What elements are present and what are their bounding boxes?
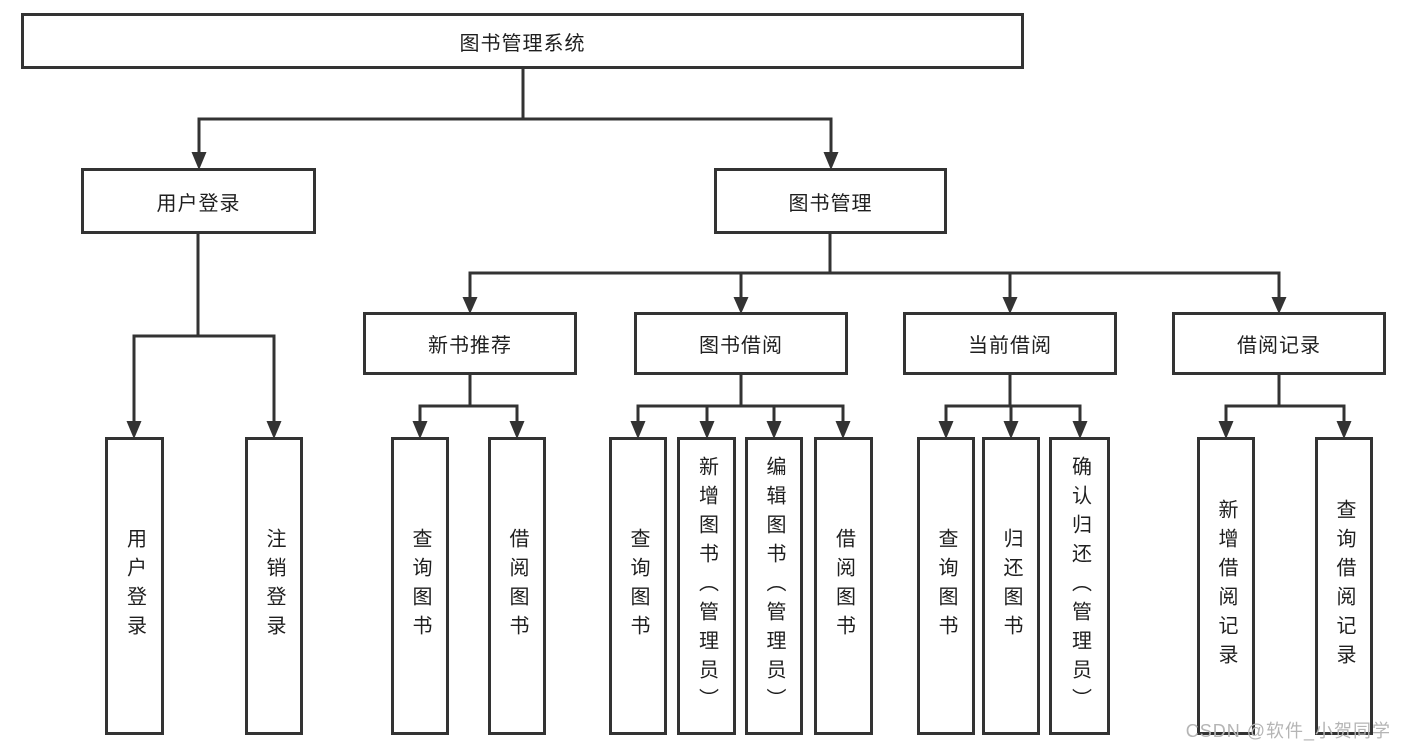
node-label: 图书管理: [788, 192, 873, 215]
node-label: 新书推荐: [428, 335, 512, 357]
node-label: 当前借阅: [968, 335, 1052, 357]
leaf-add-book-admin: 新增图书（管理员）: [677, 437, 736, 735]
leaf-return-book: 归还图书: [982, 437, 1040, 735]
leaf-query-borrow-record: 查询借阅记录: [1315, 437, 1373, 735]
leaf-label: 编辑图书（管理员）: [763, 455, 785, 717]
leaf-label: 新增图书（管理员）: [695, 455, 718, 717]
leaf-label: 确认归还（管理员）: [1068, 455, 1091, 717]
leaf-query-books-current: 查询图书: [917, 437, 975, 735]
node-label: 图书管理系统: [459, 32, 586, 55]
leaf-borrow-books-recommendation: 借阅图书: [488, 437, 546, 735]
leaf-query-books-recommendation: 查询图书: [391, 437, 449, 735]
node-new-book-recommendation: 新书推荐: [363, 312, 577, 375]
leaf-borrow-books-borrowing: 借阅图书: [814, 437, 873, 735]
leaf-label: 新增借阅记录: [1215, 499, 1237, 673]
node-book-borrowing: 图书借阅: [634, 312, 848, 375]
leaf-label: 查询借阅记录: [1333, 499, 1355, 673]
node-user-login: 用户登录: [81, 168, 316, 234]
leaf-label: 用户登录: [123, 528, 146, 644]
leaf-user-login: 用户登录: [105, 437, 164, 735]
leaf-label: 借阅图书: [832, 528, 855, 644]
leaf-query-books-borrowing: 查询图书: [609, 437, 667, 735]
node-label: 借阅记录: [1237, 335, 1321, 357]
node-borrowing-records: 借阅记录: [1172, 312, 1386, 375]
leaf-edit-book-admin: 编辑图书（管理员）: [745, 437, 803, 735]
leaf-label: 查询图书: [627, 528, 649, 644]
leaf-logout: 注销登录: [245, 437, 303, 735]
node-label: 图书借阅: [699, 335, 783, 357]
leaf-label: 查询图书: [935, 528, 957, 644]
node-library-management-system: 图书管理系统: [21, 13, 1024, 69]
node-label: 用户登录: [156, 192, 241, 215]
node-current-borrowing: 当前借阅: [903, 312, 1117, 375]
leaf-add-borrow-record: 新增借阅记录: [1197, 437, 1255, 735]
leaf-label: 查询图书: [409, 528, 431, 644]
leaf-label: 借阅图书: [506, 528, 528, 644]
leaf-label: 注销登录: [263, 528, 285, 644]
node-book-management: 图书管理: [714, 168, 947, 234]
leaf-label: 归还图书: [1000, 528, 1022, 644]
watermark-csdn: CSDN @软件_小贺同学: [1185, 721, 1391, 741]
leaf-confirm-return-admin: 确认归还（管理员）: [1049, 437, 1110, 735]
